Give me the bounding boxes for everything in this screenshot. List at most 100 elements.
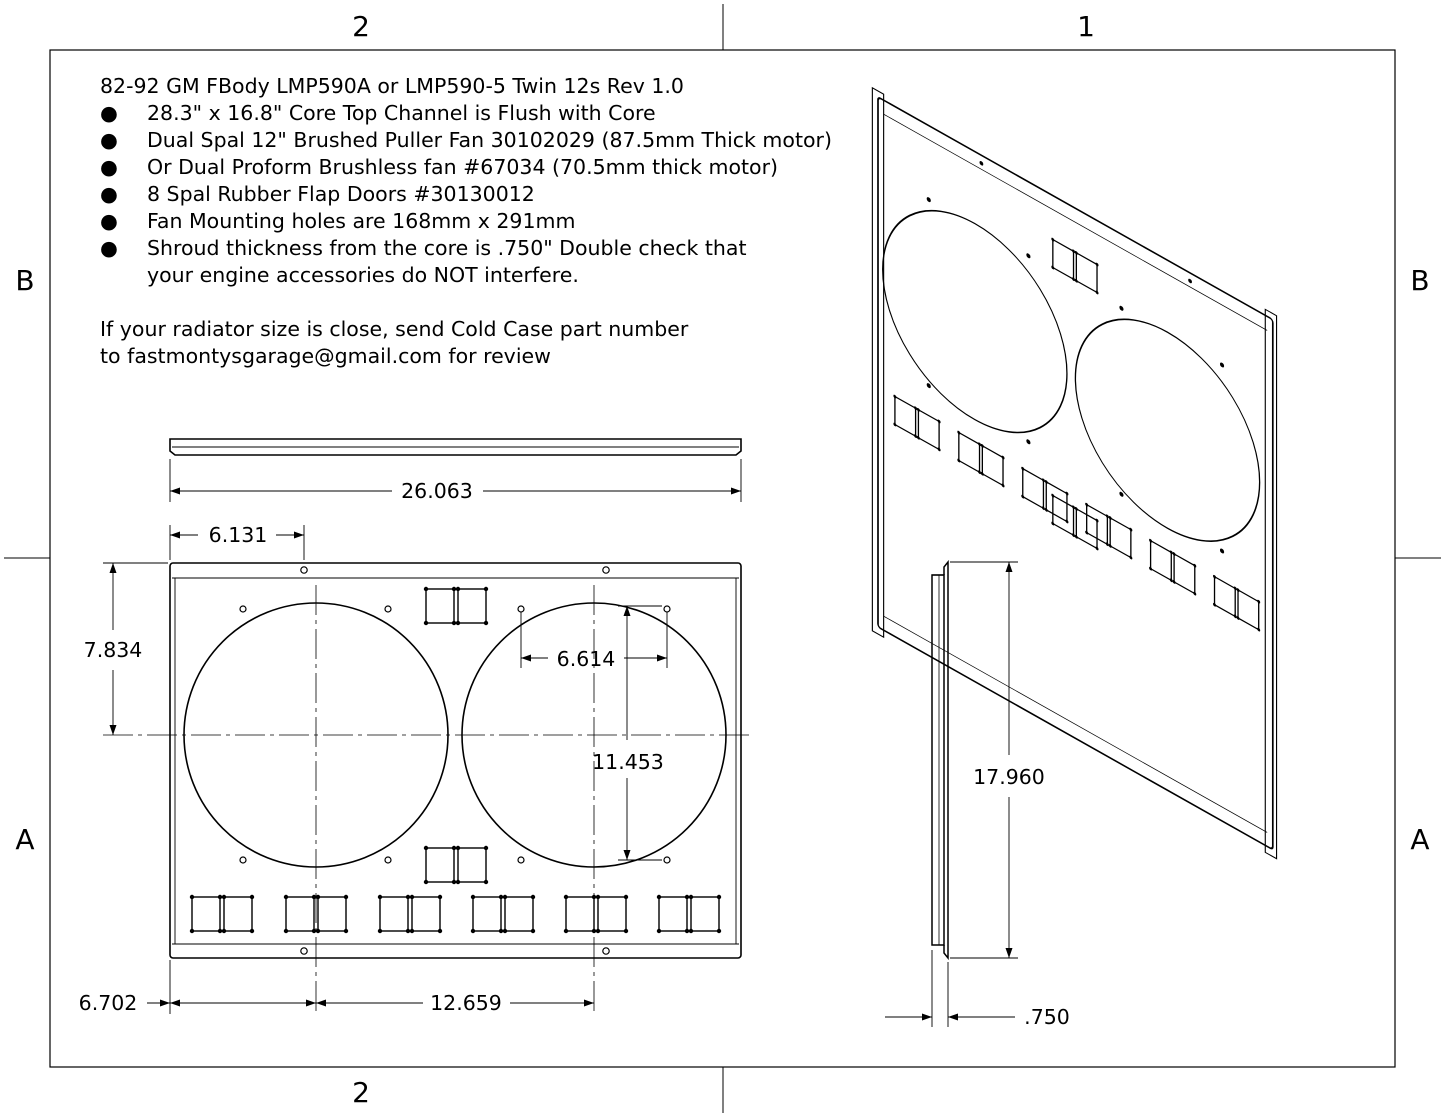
- door-rivet: [530, 928, 536, 934]
- door-rivet: [502, 928, 508, 934]
- door-rivet: [343, 894, 349, 900]
- door-rivet: [530, 894, 536, 900]
- door-rivet: [483, 845, 489, 851]
- door-rivet: [1041, 478, 1045, 483]
- door-rivet: [451, 586, 457, 592]
- door-rivet: [688, 928, 694, 934]
- door-rivet: [483, 586, 489, 592]
- door-rivet: [451, 879, 457, 885]
- door-rivet: [483, 620, 489, 626]
- bullet-marker: ●: [100, 209, 118, 233]
- door-rivet: [483, 879, 489, 885]
- shroud-outline: [169, 562, 742, 959]
- bullet-continuation: your engine accessories do NOT interfere…: [147, 263, 579, 287]
- door-rivet: [405, 928, 411, 934]
- flap-door: [1237, 588, 1260, 631]
- zone-label-top-2: 2: [352, 10, 370, 43]
- dim-overall-width: 26.063: [169, 459, 742, 503]
- door-rivet: [1095, 262, 1099, 267]
- door-rivet: [377, 894, 383, 900]
- flap-door: [1052, 494, 1075, 537]
- bullet-marker: ●: [100, 182, 118, 206]
- door-rivet: [1236, 588, 1240, 592]
- flap-door: [191, 896, 221, 932]
- door-rivet: [423, 620, 429, 626]
- bullet-text: 8 Spal Rubber Flap Doors #30130012: [147, 182, 535, 206]
- flap-door: [1213, 575, 1236, 618]
- door-rivet: [409, 894, 415, 900]
- sheet-border: [4, 4, 1441, 1113]
- door-rivet: [455, 586, 461, 592]
- door-rivet: [1169, 578, 1173, 583]
- door-rivet: [1105, 514, 1109, 519]
- door-rivet: [249, 894, 255, 900]
- dim-hole-spacing-x: 6.614: [520, 612, 668, 671]
- dim-label-hole-spacing-y: 11.453: [592, 750, 664, 774]
- flap-door: [379, 896, 409, 932]
- dim-label-fan1-center-x: 6.131: [209, 523, 268, 547]
- door-rivet: [1051, 493, 1055, 498]
- door-rivet: [502, 894, 508, 900]
- door-rivet: [563, 928, 569, 934]
- bullet-text: Dual Spal 12" Brushed Puller Fan 3010202…: [147, 128, 832, 152]
- top-view: [169, 438, 742, 456]
- door-rivet: [423, 879, 429, 885]
- door-rivet: [498, 894, 504, 900]
- dim-bottom-left: 6.702: [79, 960, 316, 1015]
- door-rivet: [1129, 527, 1133, 532]
- flap-door: [597, 896, 627, 932]
- flap-door: [981, 444, 1004, 487]
- door-rivet: [1072, 533, 1076, 538]
- flap-door: [1149, 539, 1172, 582]
- bullet-text: 28.3" x 16.8" Core Top Channel is Flush …: [147, 101, 656, 125]
- flange-holes: [300, 566, 610, 955]
- door-rivet: [1172, 552, 1176, 556]
- door-rivet: [221, 894, 227, 900]
- door-rivet: [1095, 546, 1099, 551]
- flap-door: [457, 588, 487, 624]
- bullet-marker: ●: [100, 101, 118, 125]
- center-lines: [103, 585, 752, 1012]
- door-rivet: [1065, 491, 1069, 496]
- door-rivet: [283, 894, 289, 900]
- door-rivet: [1021, 466, 1025, 471]
- dim-label-fan-spacing: 12.659: [430, 991, 502, 1015]
- flap-door: [472, 896, 502, 932]
- door-rivet: [563, 894, 569, 900]
- door-rivet: [1085, 530, 1089, 535]
- bullet-text: Fan Mounting holes are 168mm x 291mm: [147, 209, 575, 233]
- door-rivet: [688, 894, 694, 900]
- door-rivet: [451, 845, 457, 851]
- notes-bullets: ● 28.3" x 16.8" Core Top Channel is Flus…: [100, 101, 832, 287]
- bullet-marker: ●: [100, 236, 118, 260]
- door-rivet: [684, 928, 690, 934]
- door-rivet: [221, 928, 227, 934]
- door-rivet: [189, 894, 195, 900]
- door-rivet: [1233, 614, 1237, 619]
- door-rivet: [1213, 574, 1217, 579]
- flap-door: [317, 896, 347, 932]
- door-rivet: [315, 894, 321, 900]
- door-rivet: [1193, 591, 1197, 596]
- flap-door: [1052, 238, 1075, 281]
- door-rivet: [1095, 518, 1099, 523]
- notes-title: 82-92 GM FBody LMP590A or LMP590-5 Twin …: [100, 74, 684, 98]
- door-rivet: [455, 620, 461, 626]
- door-rivet: [914, 406, 918, 411]
- door-rivet: [1001, 455, 1005, 460]
- door-rivet: [311, 928, 317, 934]
- flap-door: [425, 588, 455, 624]
- flap-door: [1109, 516, 1132, 559]
- review-note-line-2: to fastmontysgarage@gmail.com for review: [100, 344, 551, 368]
- zone-label-left-b: B: [15, 264, 34, 297]
- door-rivet: [1149, 566, 1153, 571]
- zone-label-top-1: 1: [1077, 10, 1095, 43]
- flap-door: [425, 847, 455, 883]
- door-rivet: [1072, 249, 1076, 254]
- door-rivet: [1105, 542, 1109, 547]
- door-rivet: [1169, 550, 1173, 555]
- bullet-text: Shroud thickness from the core is .750" …: [147, 236, 747, 260]
- door-rivet: [437, 894, 443, 900]
- flap-door: [1022, 467, 1045, 510]
